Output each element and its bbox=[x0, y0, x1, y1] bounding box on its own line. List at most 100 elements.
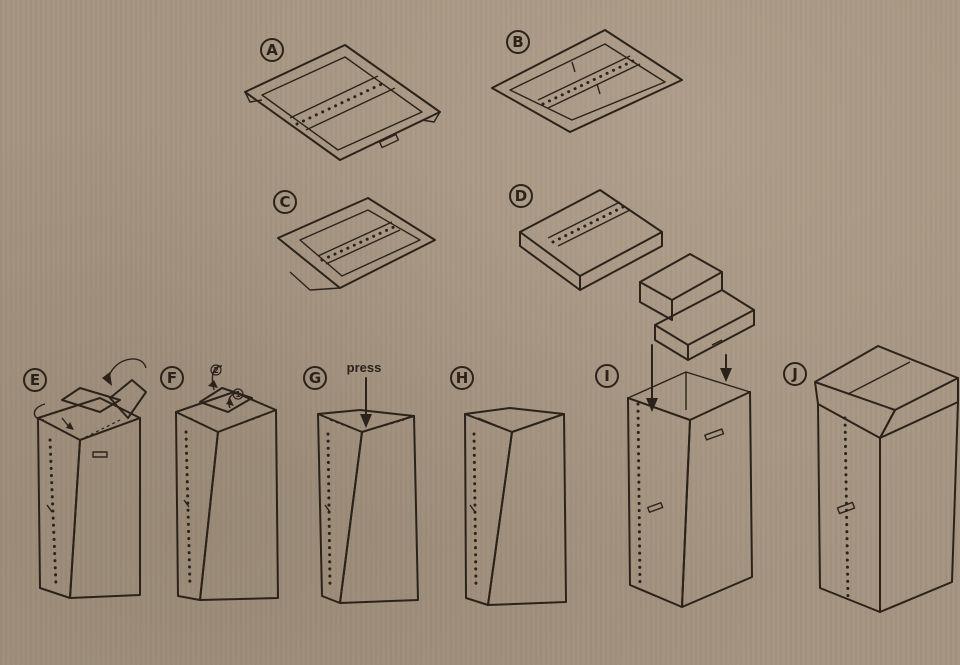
tray-outline bbox=[491, 29, 683, 133]
arrowhead bbox=[66, 422, 74, 430]
step-a-marker bbox=[260, 38, 284, 62]
slot bbox=[378, 133, 400, 149]
perforation bbox=[320, 224, 398, 262]
handle-slot bbox=[647, 502, 664, 513]
perforation bbox=[184, 430, 192, 588]
step-d-tray bbox=[519, 189, 663, 291]
fold-line bbox=[189, 417, 219, 433]
divider bbox=[537, 55, 631, 101]
step-f: F 2 1 bbox=[160, 364, 279, 601]
handle-slot bbox=[183, 499, 190, 508]
order-1-marker bbox=[232, 388, 244, 400]
step-f-label: F bbox=[167, 369, 177, 387]
step-h-marker bbox=[450, 366, 474, 390]
arrowhead bbox=[226, 398, 234, 406]
tray-top bbox=[519, 189, 663, 277]
step-a: A bbox=[244, 38, 441, 161]
step-a-blank bbox=[244, 44, 441, 161]
step-j-marker bbox=[783, 362, 807, 386]
step-j-label: J bbox=[791, 365, 798, 383]
fold-line bbox=[79, 419, 121, 441]
lid-right bbox=[879, 377, 959, 439]
step-h-box bbox=[464, 407, 567, 606]
step-d: D bbox=[509, 184, 663, 291]
step-d-marker bbox=[509, 184, 533, 208]
step-e-box bbox=[33, 358, 147, 599]
step-c: C bbox=[273, 190, 436, 291]
press-label: press bbox=[347, 360, 382, 375]
divider bbox=[547, 201, 621, 239]
handle-slot bbox=[469, 504, 476, 513]
box-right bbox=[879, 401, 959, 613]
perforation bbox=[636, 402, 642, 588]
side-flap-raised bbox=[109, 379, 147, 419]
box-right bbox=[69, 417, 141, 599]
fold-arrow bbox=[571, 61, 576, 73]
lid-slot bbox=[711, 339, 723, 346]
handle-slot bbox=[704, 428, 725, 441]
box-right bbox=[339, 415, 419, 604]
step-j: J bbox=[783, 345, 959, 613]
handle-slot bbox=[46, 504, 53, 513]
fold-line bbox=[361, 419, 405, 433]
step-g-box bbox=[317, 409, 419, 604]
curved-arrow bbox=[107, 358, 147, 381]
perforation bbox=[295, 80, 388, 126]
rim bbox=[627, 397, 691, 421]
divider bbox=[317, 221, 393, 257]
order-2-marker bbox=[210, 364, 222, 376]
step-d-label: D bbox=[515, 187, 527, 205]
crease bbox=[511, 417, 553, 433]
fold-line bbox=[289, 75, 379, 119]
arrowhead bbox=[360, 414, 372, 428]
handle-slot bbox=[324, 504, 331, 513]
step-h: H bbox=[450, 366, 567, 606]
step-b: B bbox=[491, 29, 683, 133]
step-g: G press bbox=[303, 360, 419, 604]
tray-floor bbox=[299, 209, 421, 277]
step-e-marker bbox=[23, 368, 47, 392]
step-a-label: A bbox=[266, 41, 278, 59]
step-b-label: B bbox=[512, 33, 523, 51]
arrowhead bbox=[102, 372, 112, 386]
tray-outline bbox=[277, 197, 436, 289]
step-i-label: I bbox=[604, 367, 610, 385]
crease bbox=[477, 417, 513, 433]
step-g-label: G bbox=[309, 369, 321, 387]
box-top bbox=[464, 407, 565, 433]
step-e-label: E bbox=[30, 371, 40, 389]
step-g-marker bbox=[303, 366, 327, 390]
perforation bbox=[48, 438, 58, 588]
divider bbox=[325, 229, 401, 265]
box-left bbox=[464, 413, 513, 606]
lid-piece bbox=[639, 253, 755, 361]
tray-floor bbox=[509, 43, 666, 121]
curved-arrow bbox=[33, 403, 46, 421]
box-right bbox=[199, 409, 279, 601]
lid-top bbox=[814, 345, 959, 411]
rim bbox=[689, 391, 751, 421]
top-flap bbox=[61, 387, 121, 413]
perforation bbox=[541, 58, 637, 106]
box-top bbox=[37, 397, 141, 441]
tab-slot bbox=[92, 451, 108, 458]
box-left bbox=[175, 411, 219, 601]
fold-line bbox=[305, 87, 396, 131]
arrowhead bbox=[208, 380, 218, 388]
fold-arrow bbox=[596, 83, 601, 95]
step-i-box bbox=[627, 371, 753, 608]
step-i: I bbox=[595, 344, 753, 608]
perforation bbox=[326, 432, 332, 588]
step-c-label: C bbox=[279, 193, 290, 211]
arrowhead bbox=[646, 398, 658, 412]
step-b-tray bbox=[491, 29, 683, 133]
tab bbox=[421, 111, 441, 123]
perforation bbox=[551, 204, 627, 244]
divider bbox=[557, 209, 631, 247]
fold-line bbox=[217, 415, 263, 433]
top-flap bbox=[199, 387, 253, 413]
step-c-tray bbox=[277, 197, 436, 291]
box-left bbox=[317, 413, 363, 604]
